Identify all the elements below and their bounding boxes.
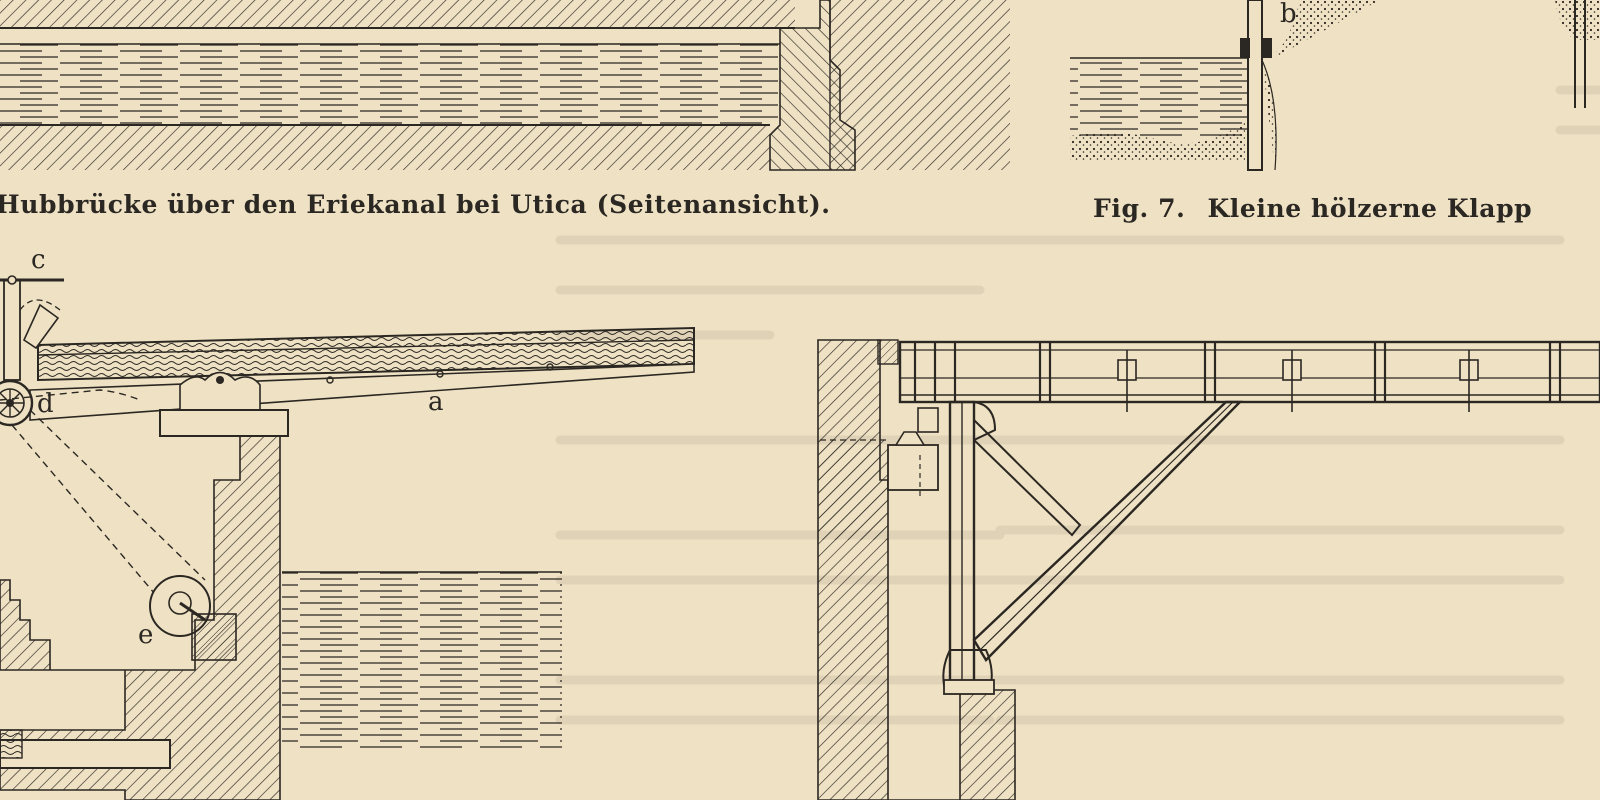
gear-wheel-d bbox=[0, 379, 34, 427]
bearing-shoe bbox=[887, 444, 939, 491]
canal-water-upper bbox=[0, 44, 780, 124]
bridge-deck-top bbox=[0, 0, 795, 28]
deck-bolts bbox=[1117, 350, 1479, 412]
truss-bridge-section bbox=[817, 339, 1600, 800]
lift-bridge-side-view bbox=[0, 0, 1010, 171]
abutment-ground bbox=[830, 0, 1010, 170]
deck-verticals bbox=[913, 342, 1562, 402]
bearing-block bbox=[179, 371, 261, 411]
counterweight-arm bbox=[22, 303, 60, 350]
label-b: b bbox=[1280, 0, 1297, 29]
figure-number: Fig. 7. bbox=[1093, 194, 1186, 223]
diagonal-strut bbox=[972, 400, 1243, 662]
pier-masonry bbox=[0, 435, 281, 800]
foundation-beam bbox=[0, 739, 171, 769]
fig7-bank bbox=[1261, 59, 1277, 171]
figure-title: Kleine hölzerne Klapp bbox=[1207, 194, 1533, 223]
label-a: a bbox=[428, 387, 444, 417]
label-c: c bbox=[31, 245, 46, 275]
deck-truss bbox=[898, 340, 1600, 404]
bascule-bridge-section bbox=[0, 275, 695, 800]
label-e: e bbox=[138, 620, 154, 650]
label-d: d bbox=[37, 389, 54, 419]
figure-caption-fig7: Fig. 7. Kleine hölzerne Klapp bbox=[1093, 194, 1532, 223]
fig7-water bbox=[1070, 58, 1248, 136]
bearing-plate bbox=[159, 409, 289, 437]
canal-water-lower bbox=[282, 572, 562, 748]
fig7-bascule-bridge bbox=[1070, 0, 1600, 171]
fig7-embankment bbox=[1070, 122, 1245, 160]
fig7-ground-slope bbox=[1270, 0, 1380, 60]
fig7-post bbox=[1247, 0, 1263, 171]
canal-bed bbox=[0, 125, 770, 170]
lift-column bbox=[3, 279, 21, 381]
truss-abutment bbox=[817, 339, 1016, 800]
bleed-through bbox=[555, 85, 1600, 725]
figure-caption-lift-bridge: Hubbrücke über den Eriekanal bei Utica (… bbox=[0, 190, 831, 219]
